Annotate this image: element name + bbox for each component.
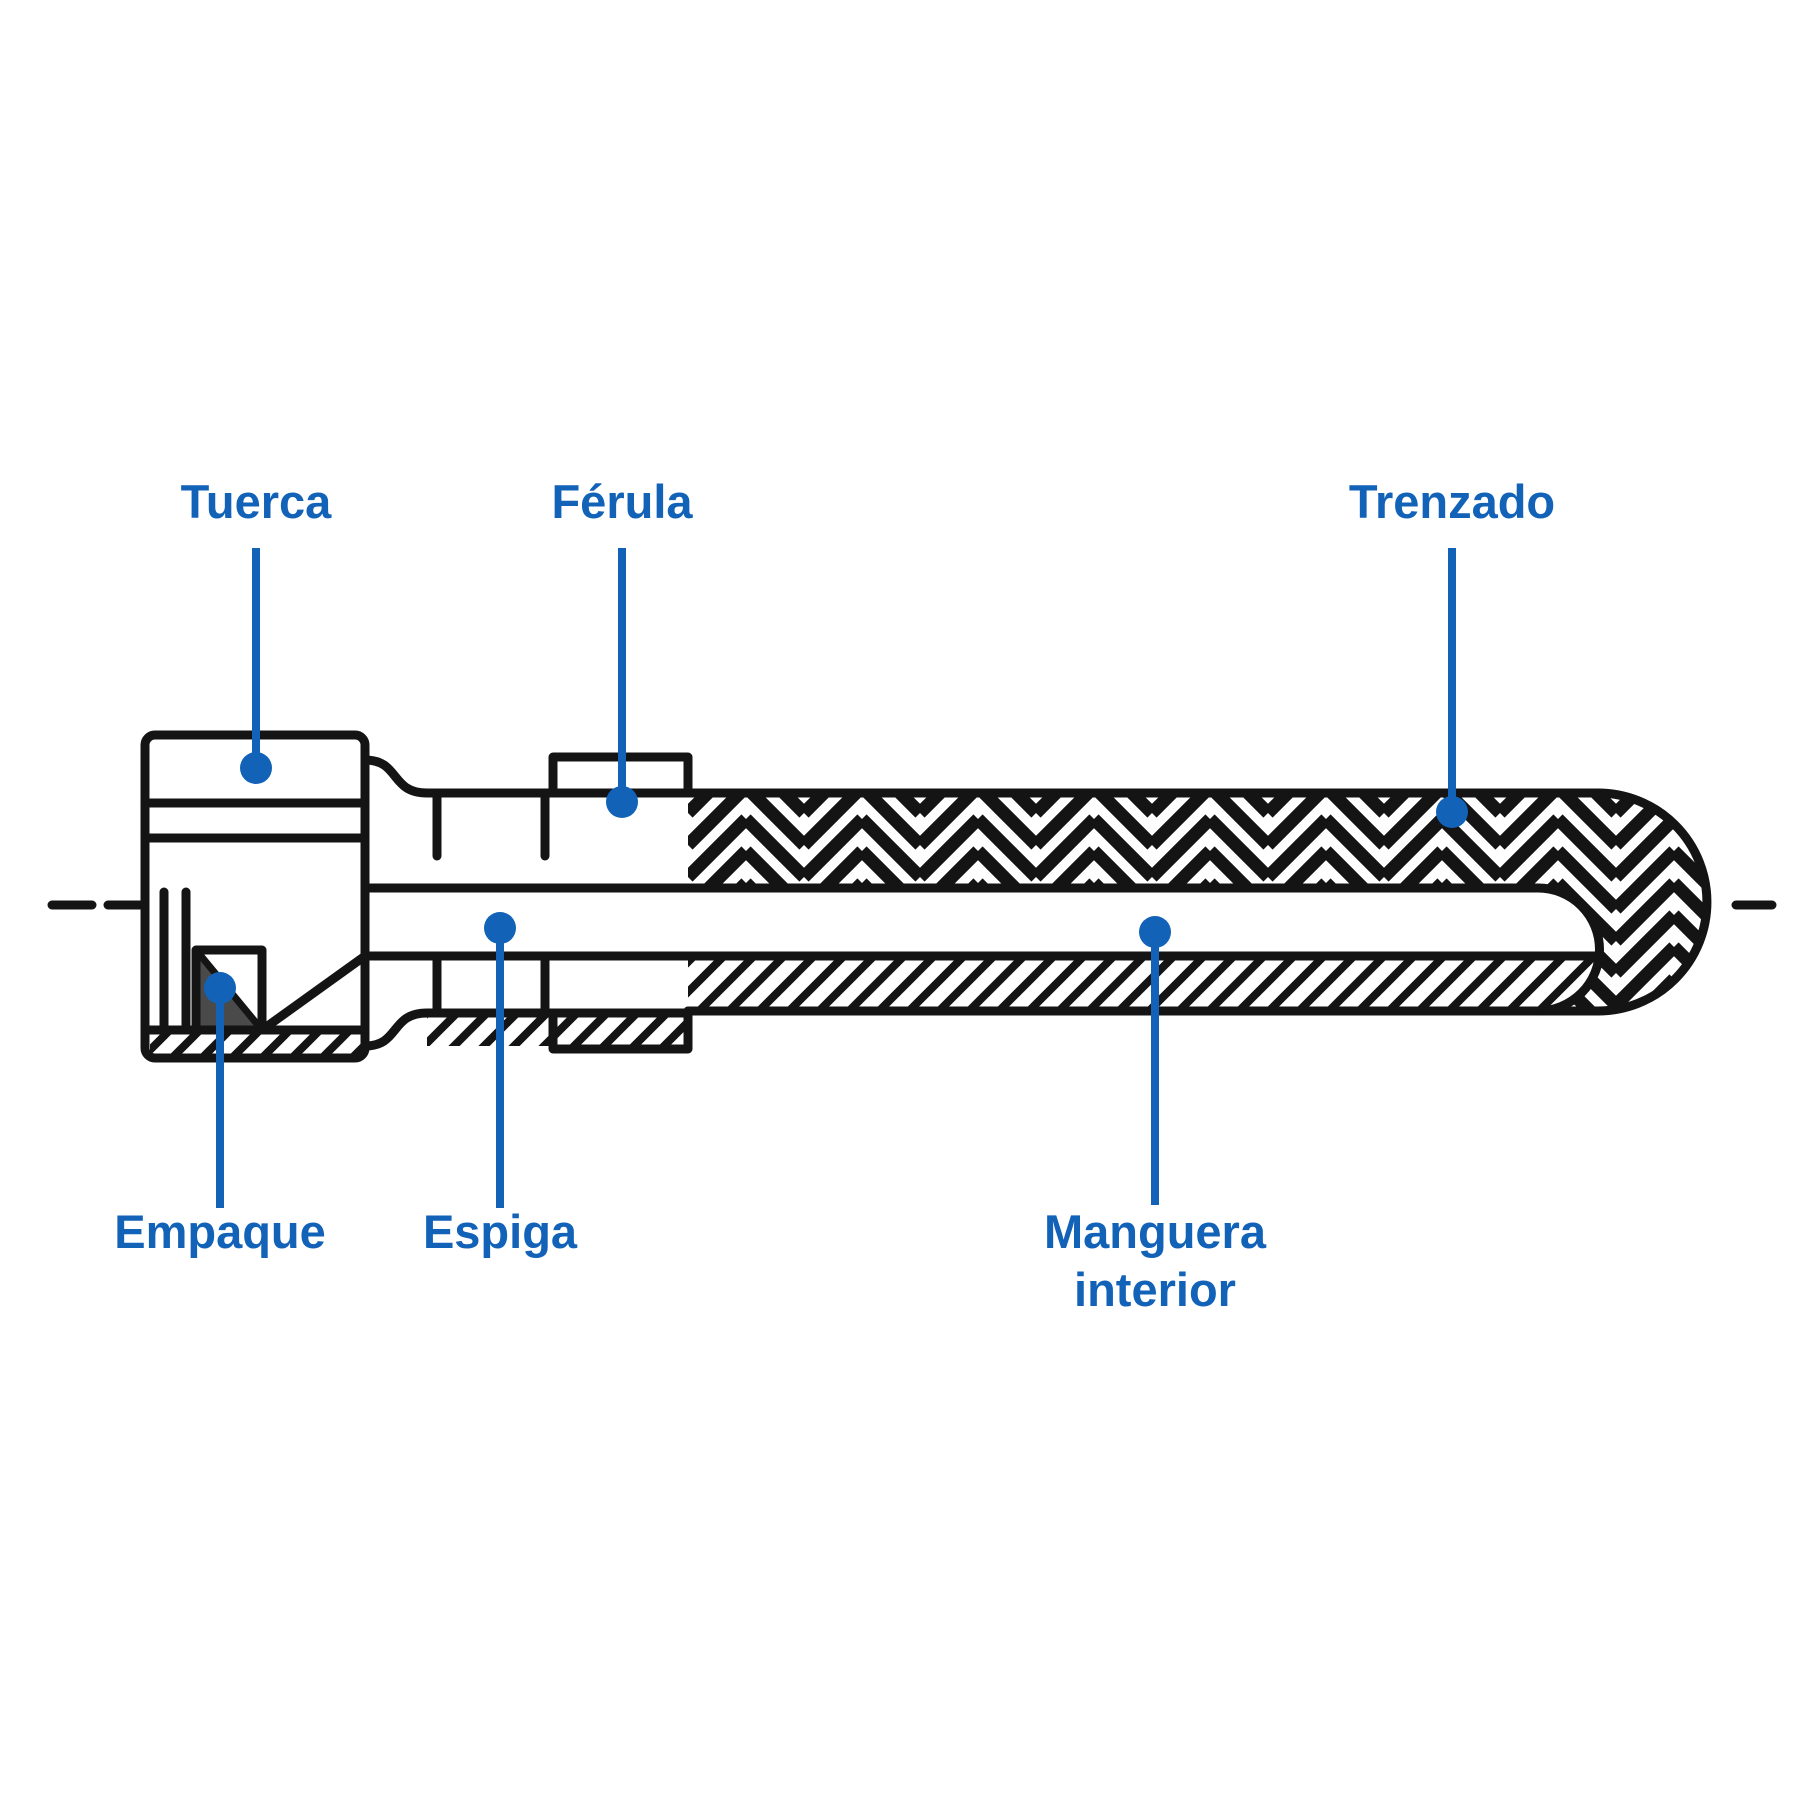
braided-hose <box>360 788 1712 1016</box>
ferrule-bottom-profile <box>360 1008 558 1051</box>
trenzado-label: Trenzado <box>1349 475 1555 528</box>
tuerca-dot <box>240 752 272 784</box>
callout-ferula: Férula <box>551 475 693 818</box>
manguera-label-line2: interior <box>1074 1263 1236 1316</box>
empaque-dot <box>204 972 236 1004</box>
tuerca-label: Tuerca <box>181 475 332 528</box>
gasket-outline <box>191 945 267 1035</box>
callout-espiga: Espiga <box>423 912 578 1258</box>
inner-tube-outline <box>360 883 1604 1016</box>
ferrule-bottom-hatch-2 <box>553 1013 688 1049</box>
ferula-label: Férula <box>551 475 693 528</box>
callout-empaque: Empaque <box>114 972 326 1258</box>
nut <box>140 730 370 1063</box>
ferrule-collar-bottom <box>548 1008 693 1054</box>
ferula-dot <box>606 786 638 818</box>
manguera-label-line1: Manguera <box>1044 1205 1267 1258</box>
seat-diagonal-line <box>257 951 370 1035</box>
ferrule-top <box>360 752 693 861</box>
ferrule-top-profile <box>360 755 558 798</box>
inner-hose-wall-hatch <box>688 956 1600 1011</box>
manguera-dot <box>1139 916 1171 948</box>
espiga-label: Espiga <box>423 1205 578 1258</box>
trenzado-dot <box>1436 796 1468 828</box>
callout-trenzado: Trenzado <box>1349 475 1555 828</box>
espiga-dot <box>484 912 516 944</box>
empaque-label: Empaque <box>114 1205 326 1258</box>
callout-tuerca: Tuerca <box>181 475 332 784</box>
hose-outer-outline <box>683 788 1712 1016</box>
ferrule-bottom <box>360 951 693 1054</box>
ferrule-bottom-hatch-1 <box>427 1013 553 1046</box>
callout-manguera-interior: Manguera interior <box>1044 916 1267 1316</box>
